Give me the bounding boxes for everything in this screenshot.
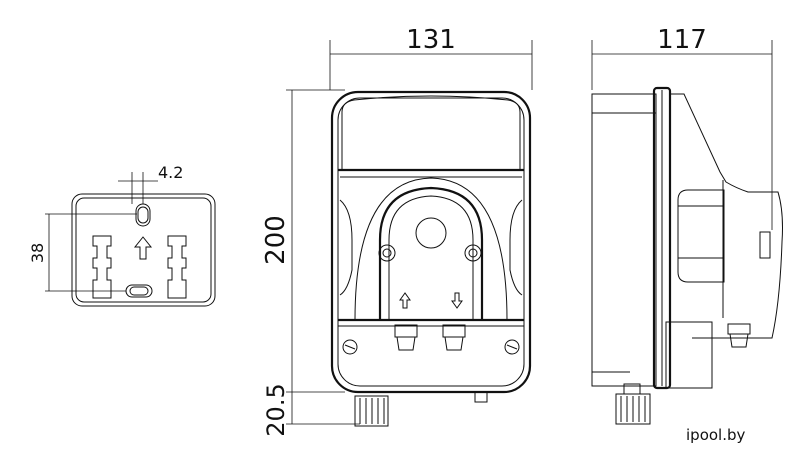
dim-fitting-height: 20.5: [262, 383, 290, 436]
dim-bracket-hole: 4.2: [158, 163, 183, 182]
dim-height: 200: [261, 215, 291, 265]
watermark-link[interactable]: ipool.by: [686, 426, 746, 444]
dim-bracket-spacing: 38: [28, 243, 47, 263]
dim-side-depth: 117: [657, 25, 707, 55]
outlet-arrow-icon: [451, 292, 463, 309]
dim-front-width: 131: [406, 25, 456, 55]
pump-side-view: 117: [591, 25, 783, 425]
mounting-bracket-view: 4.2 38: [28, 163, 216, 307]
inlet-arrow-icon: [399, 292, 411, 309]
pump-front-view: 131 200 20.5: [261, 25, 533, 437]
up-arrow-icon: [133, 236, 153, 260]
